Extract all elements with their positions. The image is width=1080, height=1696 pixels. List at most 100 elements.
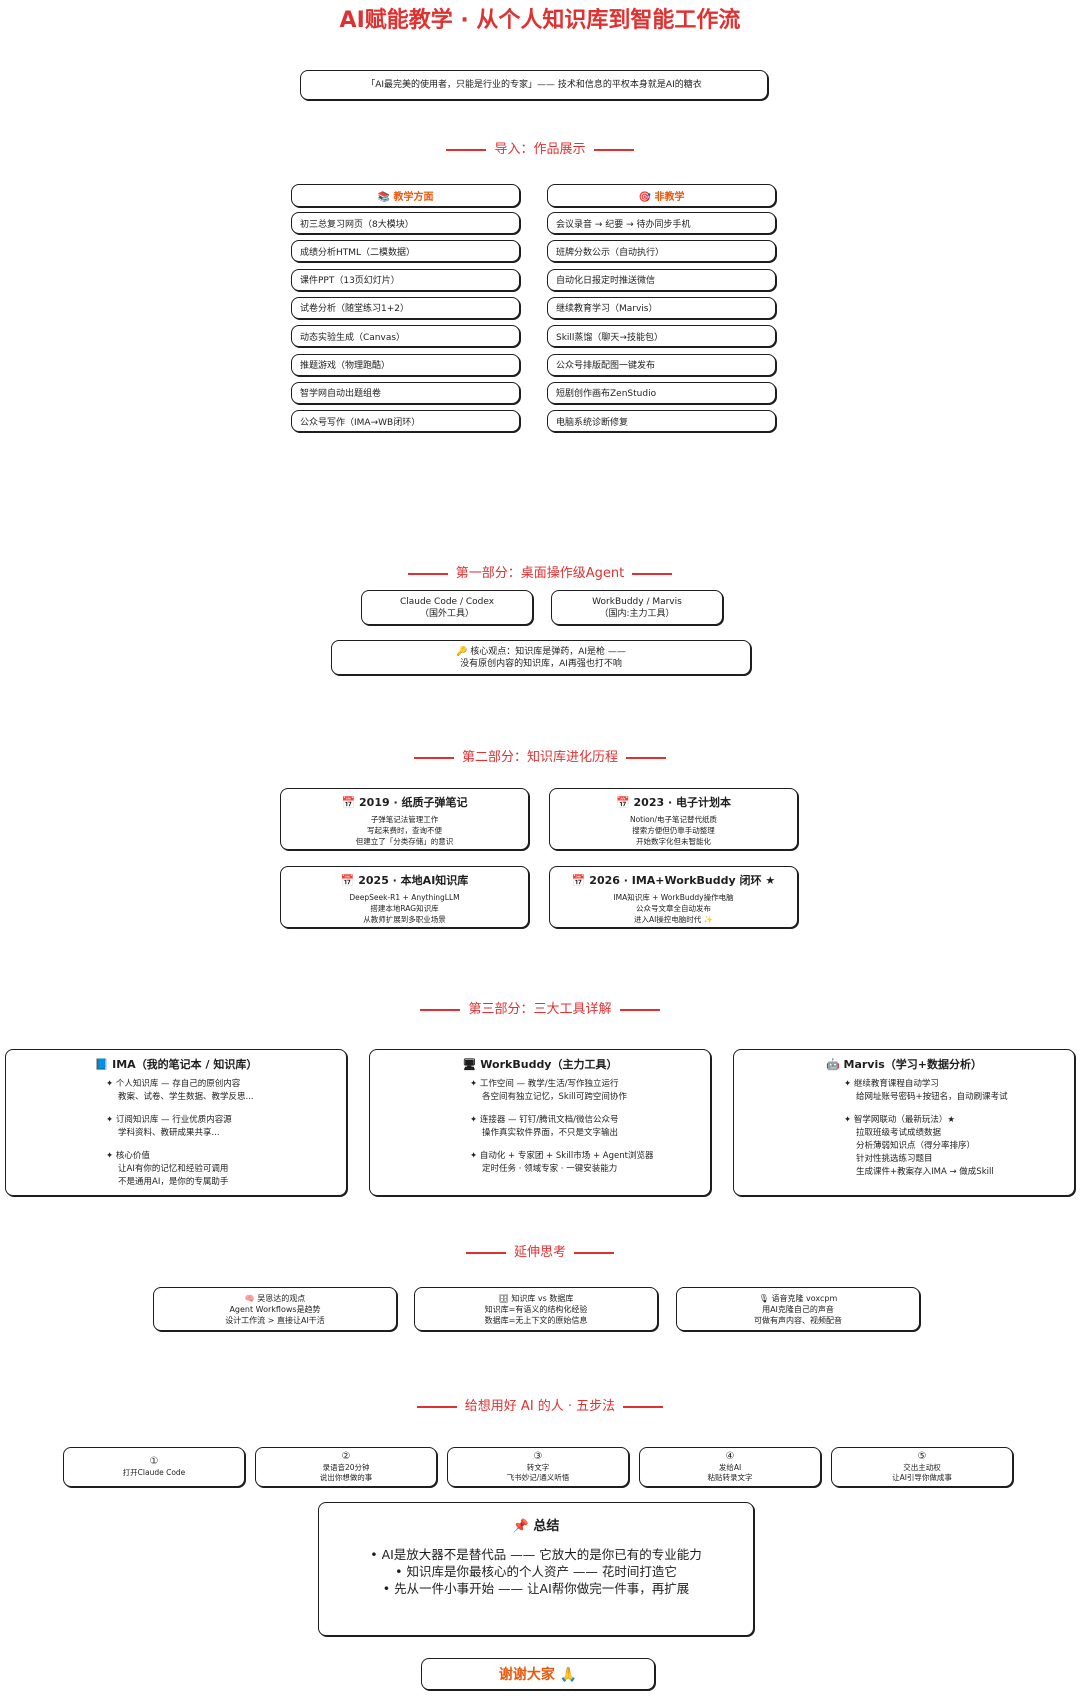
nonteaching-item: 继续教育学习（Marvis） [547,296,776,319]
stage-card: 📅 2026 · IMA+WorkBuddy 闭环 ★IMA知识库 + Work… [549,866,798,928]
steps-heading: 给想用好 AI 的人 · 五步法 [0,1395,1080,1414]
tool-title: 🖥 WorkBuddy（主力工具） [462,1058,618,1071]
stage-line: 从教师扩展到多职业场景 [363,915,446,924]
tool-gap [106,1140,346,1150]
stage-card: 📅 2023 · 电子计划本 Notion/电子笔记替代纸质搜索方便但仍靠手动整理… [549,788,798,850]
extend-card-line: 设计工作流 > 直接让AI干活 [225,1315,325,1325]
nonteaching-header-text: 🎯 非教学 [638,192,685,203]
stage-title: 📅 2025 · 本地AI知识库 [340,874,469,887]
tool-point-detail: 教案、试卷、学生数据、教学反思... [118,1092,254,1102]
step-line: 发给AI [718,1463,742,1472]
extend-card-line: 知识库=有语义的结构化经验 [484,1304,588,1314]
nonteaching-item: 班牌分数公示（自动执行） [547,240,776,263]
teaching-header: 📚 教学方面 [291,184,520,207]
tool-card: 📘 IMA（我的笔记本 / 知识库） ✦ 个人知识库 — 存自己的原创内容教案、试… [5,1049,347,1196]
step-line: 粘贴转录文字 [707,1473,753,1482]
part3-heading: 第三部分：三大工具详解 [0,998,1080,1017]
part1-heading: 第一部分：桌面操作级Agent [0,562,1080,581]
teaching-item: 课件PPT（13页幻灯片） [291,268,520,291]
step-line: 飞书妙记/通义听悟 [506,1473,570,1482]
tool-point: ✦ 个人知识库 — 存自己的原创内容 [106,1079,241,1089]
tool-workbuddy-note: （国内:主力工具） [599,608,675,619]
tool-point-detail: 定时任务 · 领域专家 · 一键安装能力 [482,1164,618,1174]
teaching-item: 成绩分析HTML（二模数据） [291,240,520,263]
tool-body: ✦ 继续教育课程自动学习给网址账号密码+按钮名，自动刷课考试✦ 智学网联动（最新… [734,1078,1074,1179]
extend-heading-text: 延伸思考 [513,1245,566,1260]
intro-heading-text: 导入：作品展示 [494,142,586,157]
summary-heading: 📌 总结 [512,1519,560,1534]
stage-title: 📅 2026 · IMA+WorkBuddy 闭环 ★ [571,874,776,887]
step-line: 说出你想做的事 [319,1473,373,1482]
tool-workbuddy-box: WorkBuddy / Marvis （国内:主力工具） [551,590,723,625]
tool-claude-name: Claude Code / Codex [399,596,495,607]
page-title: AI赋能教学 · 从个人知识库到智能工作流 [339,8,741,33]
step-number: ⑤ [917,1451,927,1462]
tool-claude-box: Claude Code / Codex （国外工具） [361,590,533,625]
tool-point-detail: 生成课件+教案存入IMA → 做成Skill [856,1167,994,1177]
tool-gap [106,1104,346,1114]
stage-line: 子弹笔记法管理工作 [370,815,439,824]
tool-card: 🖥 WorkBuddy（主力工具） ✦ 工作空间 — 教学/生活/写作独立运行各空… [369,1049,711,1196]
thanks-text: 谢谢大家 🙏 [498,1667,578,1683]
tool-title: 📘 IMA（我的笔记本 / 知识库） [94,1058,258,1071]
stage-title: 📅 2023 · 电子计划本 [616,796,731,809]
step-number: ① [149,1456,159,1467]
intro-heading: 导入：作品展示 [0,138,1080,157]
tool-body: ✦ 个人知识库 — 存自己的原创内容教案、试卷、学生数据、教学反思...✦ 订阅… [6,1078,346,1189]
summary-line: • 知识库是你最核心的个人资产 —— 花时间打造它 [395,1564,677,1579]
step-line: 交出主动权 [903,1463,941,1472]
summary-line: • AI是放大器不是替代品 —— 它放大的是你已有的专业能力 [370,1547,702,1562]
teaching-item: 推题游戏（物理跑酷） [291,353,520,376]
part3-heading-text: 第三部分：三大工具详解 [468,1002,612,1017]
step-line: 转文字 [526,1463,550,1472]
tool-body: ✦ 工作空间 — 教学/生活/写作独立运行各空间有独立记忆，Skill可跨空间协… [370,1078,710,1176]
tool-point-detail: 不是通用AI，是你的专属助手 [118,1177,229,1187]
teaching-item: 试卷分析（随堂练习1+2） [291,296,520,319]
stage-line: 但建立了「分类存储」的意识 [355,837,454,846]
tool-point-detail: 各空间有独立记忆，Skill可跨空间协作 [482,1092,627,1102]
core-view-box: 🔑 核心观点：知识库是弹药，AI是枪 —— 没有原创内容的知识库，AI再强也打不… [331,640,751,675]
core-view-line1: 🔑 核心观点：知识库是弹药，AI是枪 —— [456,646,626,657]
part1-heading-text: 第一部分：桌面操作级Agent [455,566,625,581]
tool-point: ✦ 自动化 + 专家团 + Skill市场 + Agent浏览器 [470,1151,654,1161]
stage-line: 进入AI操控电脑时代 ✨ [633,915,714,924]
step-line: 打开Claude Code [122,1468,186,1477]
extend-card-line: 数据库=无上下文的原始信息 [484,1315,588,1325]
extend-card-line: 可做有声内容、视频配音 [754,1315,842,1325]
stage-line: 公众号文章全自动发布 [636,904,711,913]
tool-point-detail: 针对性挑选练习题目 [856,1154,933,1164]
tool-title: 🤖 Marvis（学习+数据分析） [825,1058,983,1071]
teaching-header-text: 📚 教学方面 [377,192,434,203]
tool-point: ✦ 智学网联动（最新玩法）★ [844,1115,955,1125]
tool-point-detail: 让AI有你的记忆和经验可调用 [118,1164,229,1174]
tool-workbuddy-name: WorkBuddy / Marvis [592,596,682,607]
stage-line: Notion/电子笔记替代纸质 [629,815,718,824]
core-view-line2: 没有原创内容的知识库，AI再强也打不响 [460,658,622,669]
tool-point-detail: 操作真实软件界面，不只是文字输出 [482,1128,619,1138]
tool-point: ✦ 核心价值 [106,1151,150,1161]
teaching-item: 智学网自动出题组卷 [291,381,520,404]
step-line: 录语音20分钟 [322,1463,370,1472]
nonteaching-header: 🎯 非教学 [547,184,776,207]
step-number: ② [341,1451,351,1462]
tool-claude-note: （国外工具） [419,608,474,619]
tool-gap [844,1104,1074,1114]
summary-line: • 先从一件小事开始 —— 让AI帮你做完一件事，再扩展 [382,1581,690,1596]
tool-point-detail: 学科资料、教研成果共享... [118,1128,220,1138]
nonteaching-item: Skill蒸馏（聊天→技能包） [547,325,776,348]
tool-gap [470,1140,710,1150]
tool-point-detail: 给网址账号密码+按钮名，自动刷课考试 [856,1092,1008,1102]
part2-heading-text: 第二部分：知识库进化历程 [461,750,618,765]
extend-heading: 延伸思考 [0,1241,1080,1260]
extend-card-title: 🗄 知识库 vs 数据库 [498,1293,574,1303]
part2-heading: 第二部分：知识库进化历程 [0,746,1080,765]
extend-card-line: 用AI克隆自己的声音 [762,1304,834,1314]
stage-line: 搜索方便但仍靠手动整理 [632,826,715,835]
stage-line: DeepSeek-R1 + AnythingLLM [349,893,460,902]
